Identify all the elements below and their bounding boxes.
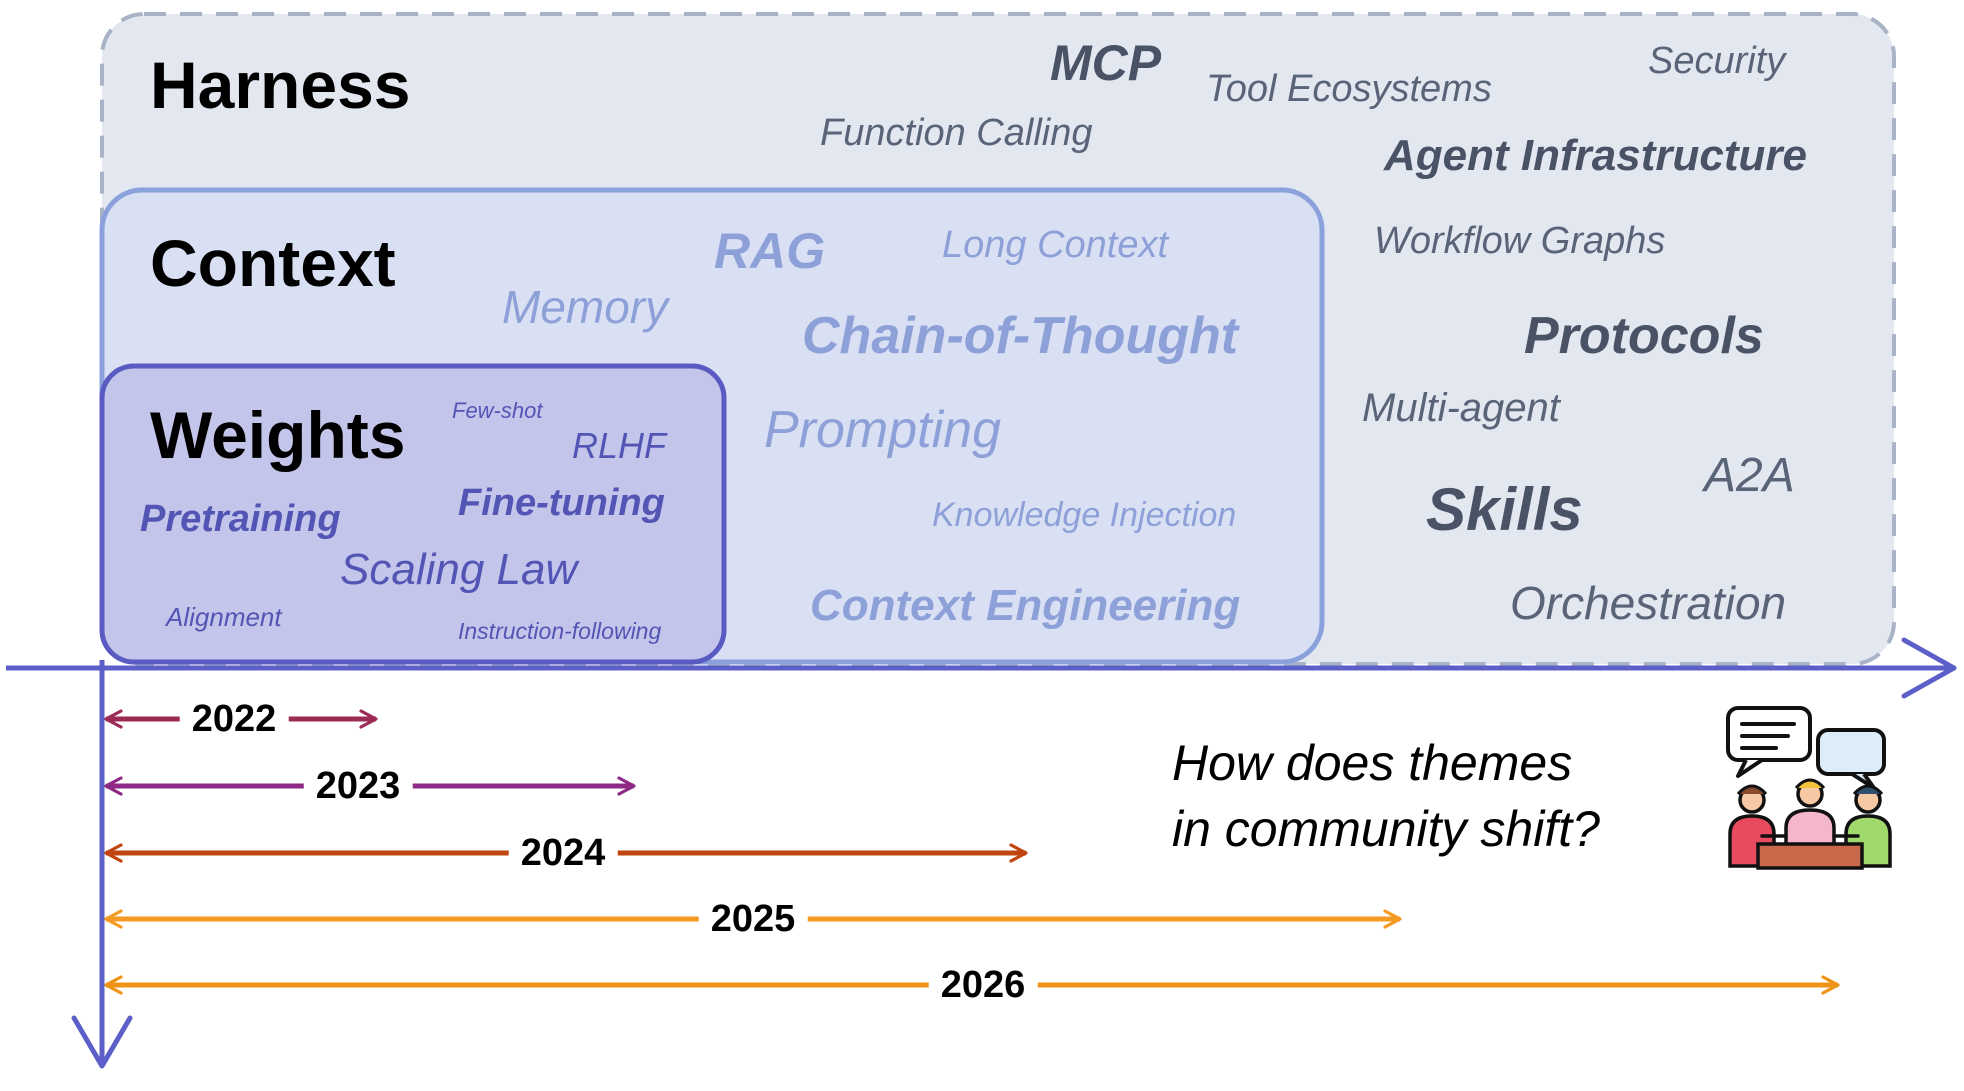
vertical-axis-arrowhead [71, 1015, 133, 1069]
context-title: Context [150, 226, 396, 300]
context-term-prompting: Prompting [764, 401, 1001, 459]
community-shift-question: How does themes in community shift? [1172, 730, 1600, 862]
question-line-2: in community shift? [1172, 801, 1600, 857]
weights-title: Weights [150, 398, 406, 472]
harness-term-security: Security [1648, 40, 1786, 82]
harness-term-mcp: MCP [1050, 35, 1162, 91]
harness-term-function-calling: Function Calling [820, 112, 1093, 154]
weights-layer-box [99, 363, 727, 665]
year-label-2026: 2026 [928, 966, 1038, 1004]
weights-term-fine-tuning: Fine-tuning [458, 482, 665, 524]
harness-term-agent-infrastructure: Agent Infrastructure [1384, 131, 1807, 180]
community-discussion-icon [1726, 706, 1892, 870]
harness-term-workflow-graphs: Workflow Graphs [1374, 220, 1666, 262]
harness-title: Harness [150, 48, 411, 122]
context-term-long-context: Long Context [942, 224, 1169, 266]
weights-term-few-shot: Few-shot [452, 398, 543, 423]
weights-term-rlhf: RLHF [572, 425, 667, 466]
year-label-2023: 2023 [303, 767, 413, 805]
harness-term-protocols: Protocols [1524, 307, 1764, 365]
context-term-chain-of-thought: Chain-of-Thought [802, 307, 1239, 365]
harness-term-orchestration: Orchestration [1510, 577, 1787, 629]
horizontal-axis-arrowhead [1901, 637, 1957, 699]
context-term-rag: RAG [714, 223, 826, 279]
harness-term-tool-ecosystems: Tool Ecosystems [1206, 68, 1492, 110]
weights-term-pretraining: Pretraining [140, 498, 341, 540]
question-line-1: How does themes [1172, 735, 1573, 791]
weights-term-scaling-law: Scaling Law [340, 545, 578, 594]
year-label-2025: 2025 [698, 900, 808, 938]
harness-term-skills: Skills [1426, 476, 1583, 543]
harness-term-multi-agent: Multi-agent [1362, 386, 1560, 430]
weights-term-instruction-following: Instruction-following [458, 618, 662, 644]
weights-term-alignment: Alignment [166, 602, 282, 632]
year-label-2024: 2024 [508, 834, 618, 872]
context-term-context-engineering: Context Engineering [810, 581, 1241, 630]
context-term-knowledge-injection: Knowledge Injection [932, 496, 1237, 534]
harness-term-a2a: A2A [1704, 449, 1795, 502]
year-label-2022: 2022 [179, 700, 289, 738]
context-term-memory: Memory [502, 281, 669, 333]
